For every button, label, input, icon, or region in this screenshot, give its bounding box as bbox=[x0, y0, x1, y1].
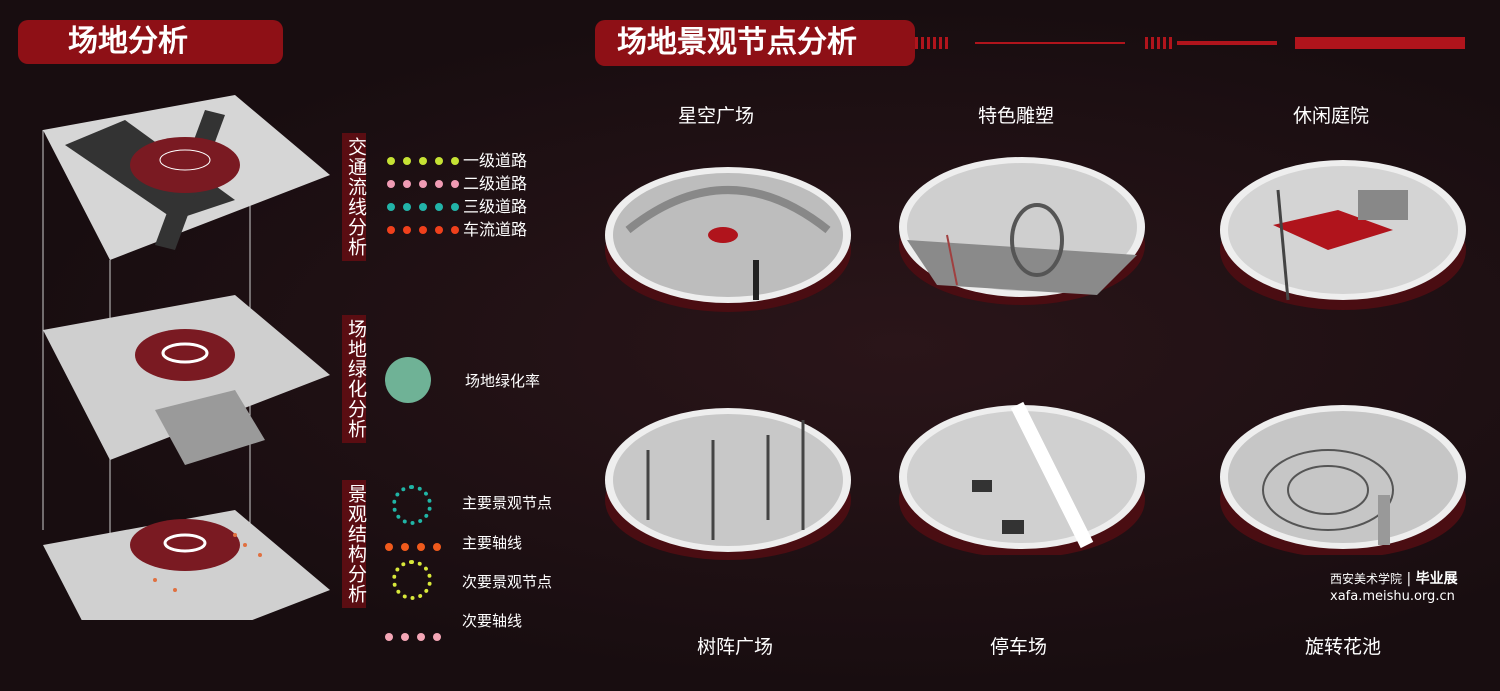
right-title: 场地景观节点分析 bbox=[617, 25, 857, 60]
node-title: 休闲庭院 bbox=[1293, 105, 1370, 127]
vignette-rotating-planter bbox=[1220, 405, 1466, 555]
layer-traffic bbox=[43, 95, 330, 260]
vignette-tree-array-plaza bbox=[605, 408, 851, 560]
green-rate-label: 场地绿化率 bbox=[465, 372, 541, 390]
watermark-url: xafa.meishu.org.cn bbox=[1330, 589, 1455, 604]
node-title: 树阵广场 bbox=[697, 636, 774, 658]
legend-vehicle-road: 车流道路 bbox=[387, 221, 527, 239]
legend-primary-road: 一级道路 bbox=[387, 152, 527, 170]
vignette-parking bbox=[899, 401, 1145, 555]
main-node-symbol bbox=[392, 485, 432, 525]
traffic-analysis-label: 交通流线分析 bbox=[342, 133, 367, 261]
node-title: 停车场 bbox=[990, 636, 1048, 658]
green-rate-swatch bbox=[385, 357, 431, 403]
watermark-event: 毕业展 bbox=[1415, 571, 1458, 587]
main-node-label: 主要景观节点 bbox=[462, 494, 553, 512]
vignette-star-plaza bbox=[605, 167, 851, 312]
right-title-bar: 场地景观节点分析 bbox=[595, 20, 915, 66]
green-analysis-label: 场地绿化分析 bbox=[342, 315, 367, 443]
vignette-sculpture bbox=[899, 157, 1145, 305]
layer-structure bbox=[43, 510, 330, 620]
secondary-node-label: 次要景观节点 bbox=[462, 573, 553, 591]
node-title: 特色雕塑 bbox=[978, 105, 1055, 127]
node-title: 旋转花池 bbox=[1305, 636, 1382, 658]
left-title-bar: 场地分析 bbox=[18, 20, 283, 64]
watermark-school: 西安美术学院 bbox=[1330, 572, 1403, 586]
main-axis-label: 主要轴线 bbox=[462, 534, 523, 552]
node-title: 星空广场 bbox=[678, 105, 755, 127]
structure-analysis-label: 景观结构分析 bbox=[342, 480, 367, 608]
secondary-axis-symbol bbox=[385, 633, 441, 641]
decorative-stripes bbox=[915, 37, 1465, 49]
layer-green bbox=[43, 295, 330, 465]
main-axis-symbol bbox=[385, 543, 441, 551]
vignette-courtyard bbox=[1220, 160, 1466, 310]
legend-secondary-road: 二级道路 bbox=[387, 175, 527, 193]
legend-tertiary-road: 三级道路 bbox=[387, 198, 527, 216]
site-layers-diagram bbox=[42, 95, 330, 620]
secondary-node-symbol bbox=[392, 560, 432, 600]
left-title: 场地分析 bbox=[68, 24, 188, 59]
secondary-axis-label: 次要轴线 bbox=[462, 612, 523, 630]
watermark: 西安美术学院 | 毕业展 xafa.meishu.org.cn bbox=[1330, 571, 1458, 604]
